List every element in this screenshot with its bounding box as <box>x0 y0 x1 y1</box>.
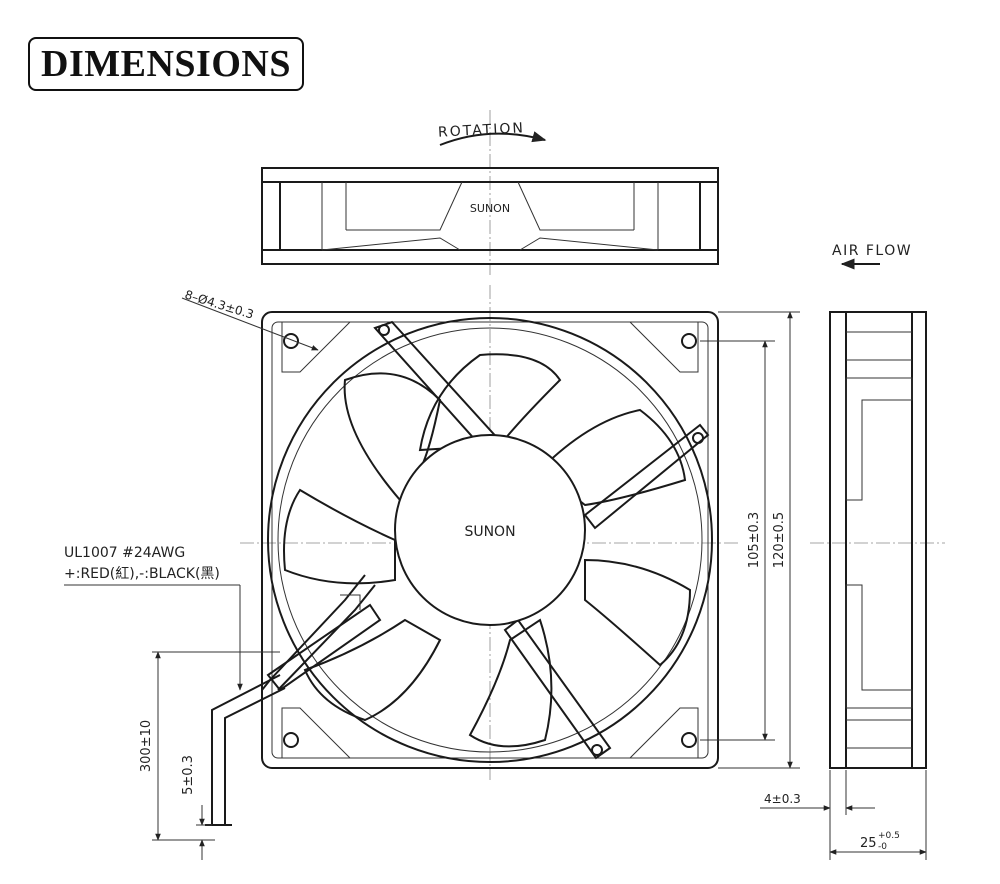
top-view-brand: SUNON <box>470 202 510 215</box>
mounting-hole-tr <box>681 333 697 349</box>
fan-frame <box>261 311 719 769</box>
fan-hub <box>394 434 586 626</box>
strip-length-text: 5±0.3 <box>181 755 196 795</box>
hole-callout-text: 8–Ø4.3±0.3 <box>183 287 255 321</box>
frame-size-dimension: 120±0.5 <box>718 311 800 769</box>
depth-dimension: 25 +0.5 -0 <box>829 770 927 860</box>
rotation-arrow <box>439 131 547 146</box>
front-view: SUNON <box>240 285 740 780</box>
hole-pitch-dimension: 105±0.3 <box>700 340 775 741</box>
flange-thickness-dimension: 4±0.3 <box>760 770 875 815</box>
fan-venturi <box>267 317 713 763</box>
rotation-label: ROTATION <box>438 120 526 141</box>
depth-main-text: 25 <box>860 836 877 851</box>
mounting-hole-br <box>681 732 697 748</box>
wire-channel <box>261 574 366 691</box>
lead-length-text: 300±10 <box>139 720 154 772</box>
top-view-outline <box>261 167 719 265</box>
frame-size-text: 120±0.5 <box>772 512 787 568</box>
depth-tol-plus: +0.5 <box>878 831 900 841</box>
lead-length-dimension: 300±10 <box>139 651 280 841</box>
mounting-hole-tl <box>283 333 299 349</box>
hole-pitch-text: 105±0.3 <box>747 512 762 568</box>
page-title: DIMENSIONS <box>28 37 304 91</box>
lead-wires <box>205 674 286 826</box>
hub-brand: SUNON <box>464 524 515 540</box>
cable-spec: UL1007 #24AWG +:RED(紅),-:BLACK(黑) <box>64 545 243 691</box>
side-view-outline <box>829 311 927 769</box>
top-view: ROTATION SUNON <box>261 110 719 275</box>
flange-thickness-text: 4±0.3 <box>764 792 801 806</box>
airflow-label: AIR FLOW <box>832 243 912 259</box>
depth-tol-minus: -0 <box>878 842 887 852</box>
cable-spec-line1: UL1007 #24AWG <box>64 545 185 561</box>
mounting-hole-bl <box>283 732 299 748</box>
strip-length-dimension: 5±0.3 <box>181 755 212 860</box>
cable-spec-line2: +:RED(紅),-:BLACK(黑) <box>64 566 220 582</box>
side-view: AIR FLOW 4±0.3 25 +0.5 -0 <box>760 243 945 860</box>
